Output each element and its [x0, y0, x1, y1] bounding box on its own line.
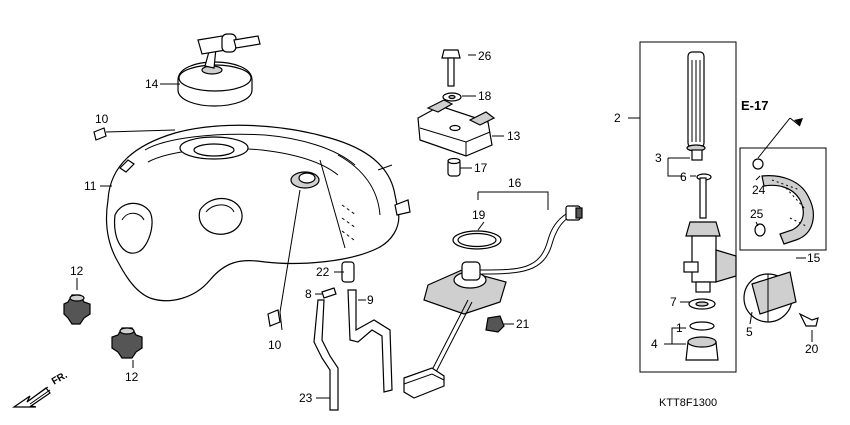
callout-13: 13: [507, 129, 521, 143]
tube-frame: [739, 147, 827, 251]
callout-21: 21: [516, 317, 530, 331]
reference-arrow: [757, 117, 803, 159]
callout-19: 19: [472, 208, 486, 222]
callout-22: 22: [316, 265, 330, 279]
cup-4: [685, 336, 719, 361]
callout-11: 11: [84, 179, 97, 193]
lever-5: [743, 271, 797, 323]
leader-lines: [76, 54, 813, 399]
petcock-frame: [639, 41, 737, 373]
callout-26: 26: [478, 49, 492, 63]
diagram-code: KTT8F1300: [659, 397, 718, 409]
callout-5: 5: [746, 325, 753, 339]
callout-23: 23: [299, 391, 313, 405]
damper-upper: [63, 294, 91, 325]
callout-10-upper: 10: [95, 112, 109, 126]
joint-8: [321, 287, 337, 299]
callout-6: 6: [680, 170, 687, 184]
nut-21: [485, 315, 505, 333]
callout-10-lower: 10: [268, 338, 282, 352]
callout-7: 7: [670, 295, 677, 309]
callout-15: 15: [807, 251, 821, 265]
fuel-tank: [105, 124, 411, 302]
bolt-26: [441, 49, 461, 87]
gasket-7: [688, 298, 716, 310]
callout-2: 2: [614, 111, 621, 125]
clip-lower: [267, 189, 301, 327]
callout-17: 17: [474, 161, 488, 175]
callout-12-lower: 12: [125, 370, 139, 384]
reference-label: E-17: [741, 98, 769, 113]
callout-9: 9: [367, 293, 374, 307]
strainer-3: [686, 51, 706, 161]
callout-8: 8: [305, 287, 312, 301]
front-arrow-icon: [12, 386, 51, 408]
clip-25: [752, 158, 766, 237]
callout-20: 20: [805, 342, 819, 356]
damper-lower: [111, 327, 143, 359]
collar-17: [447, 157, 461, 177]
callout-25: 25: [750, 207, 764, 221]
hose-23: [313, 299, 339, 411]
callout-18: 18: [478, 89, 492, 103]
fuel-unit-16: [403, 205, 583, 399]
callout-16: 16: [508, 176, 522, 190]
callout-14: 14: [145, 77, 159, 91]
callout-3: 3: [655, 151, 662, 165]
washer-18: [442, 92, 462, 102]
callout-4: 4: [651, 337, 658, 351]
fuel-tube-24: [761, 175, 814, 245]
fuel-cap: [177, 33, 261, 107]
bracket-13: [417, 99, 496, 157]
hose-9: [347, 289, 393, 393]
clip-upper: [93, 127, 176, 141]
packing-19: [452, 230, 502, 250]
petcock-valve: [683, 177, 737, 293]
callout-1: 1: [676, 321, 683, 335]
callout-24: 24: [752, 183, 766, 197]
callout-12-upper: 12: [70, 264, 84, 278]
screw-20: [798, 312, 819, 327]
o-ring-1: [689, 321, 715, 331]
